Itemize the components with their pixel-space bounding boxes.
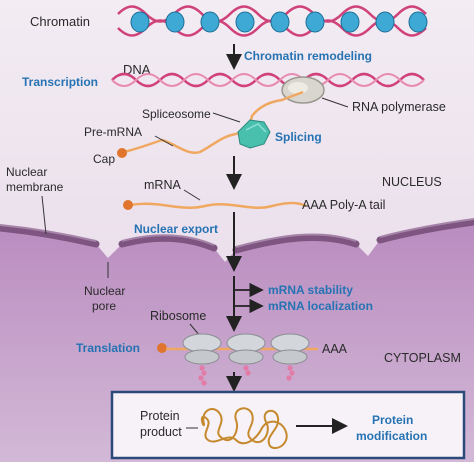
step-mrna-stability: mRNA stability <box>268 283 353 297</box>
nuclear-membrane-label-line1: Nuclear <box>6 165 47 179</box>
histone-group <box>130 11 428 33</box>
protein-box <box>110 390 466 460</box>
pre-mrna-label: Pre-mRNA <box>84 125 142 139</box>
histone <box>270 11 290 33</box>
histone <box>130 11 150 33</box>
nuclear-membrane-label-line2: membrane <box>6 180 64 194</box>
histone <box>200 11 220 33</box>
nuclear-membrane-pointer <box>41 195 47 235</box>
protein-product-label-line2: product <box>140 425 182 439</box>
step-protein-modification-line1: Protein <box>372 413 413 427</box>
step-protein-modification-line2: modification <box>356 429 427 443</box>
aaa-label: AAA <box>322 342 348 356</box>
step-mrna-localization: mRNA localization <box>268 299 373 313</box>
rna-polymerase <box>281 76 325 104</box>
translation-cap-circle <box>157 343 167 353</box>
histone <box>165 11 185 33</box>
poly-a-tail-label: AAA Poly-A tail <box>302 198 385 212</box>
dna-label: DNA <box>123 62 151 77</box>
ribosome <box>270 333 310 365</box>
histone <box>340 11 360 33</box>
chromatin-label: Chromatin <box>30 14 90 29</box>
step-nuclear-export: Nuclear export <box>134 222 218 236</box>
peptide-chain <box>243 365 251 376</box>
nuclear-membrane-highlight <box>0 218 474 248</box>
peptide-chain <box>198 365 207 386</box>
mrna-cap-circle <box>123 200 133 210</box>
cytoplasm-label: CYTOPLASM <box>384 351 461 365</box>
spliceosome-pointer <box>212 112 241 123</box>
spliceosome <box>237 119 271 149</box>
histone <box>235 11 255 33</box>
histone <box>375 11 395 33</box>
cap-circle <box>117 148 127 158</box>
pre-mrna-pointer <box>154 135 174 147</box>
rna-polymerase-pointer <box>321 97 349 108</box>
protein-fold <box>200 407 288 450</box>
step-translation: Translation <box>76 341 140 355</box>
mrna-pointer <box>183 189 201 201</box>
cap-label: Cap <box>93 152 115 166</box>
spliceosome-label: Spliceosome <box>142 107 211 121</box>
protein-product-label-line1: Protein <box>140 409 180 423</box>
nuclear-pore-label-line2: pore <box>92 299 116 313</box>
step-transcription: Transcription <box>22 75 98 89</box>
ribosome <box>182 333 222 365</box>
mrna-strand <box>129 201 307 209</box>
step-splicing: Splicing <box>275 130 322 144</box>
dna-double-helix <box>111 72 425 88</box>
nucleus-label: NUCLEUS <box>382 175 442 189</box>
histone <box>408 11 428 33</box>
ribosome-label: Ribosome <box>150 309 206 323</box>
rna-polymerase-label: RNA polymerase <box>352 100 446 114</box>
ribosome <box>226 333 266 365</box>
nuclear-pore-label-line1: Nuclear <box>84 284 125 298</box>
mrna-label: mRNA <box>144 178 181 192</box>
peptide-chain <box>286 365 295 381</box>
step-chromatin-remodeling: Chromatin remodeling <box>244 49 372 63</box>
histone <box>305 11 325 33</box>
nuclear-membrane <box>0 218 474 254</box>
